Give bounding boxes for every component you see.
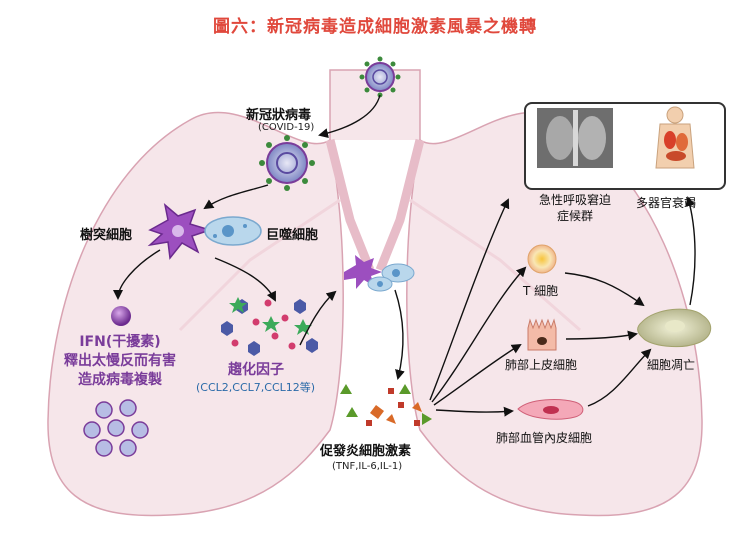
macrophage-icon — [204, 216, 262, 246]
chemokine-list: (CCL2,CCL7,CCL12等) — [196, 381, 316, 394]
chemokine-label: 趨化因子 — [228, 362, 284, 378]
organ-failure-label: 多器官衰竭 — [636, 196, 697, 210]
apoptosis-label: 細胞凋亡 — [647, 358, 696, 372]
ifn-molecule-icon — [111, 306, 131, 326]
epithelial-cell-icon — [527, 318, 557, 351]
diagram-title: 圖六：新冠病毒造成細胞激素風暴之機轉 — [213, 17, 537, 37]
ards-label-1: 急性呼吸窘迫 — [538, 193, 611, 207]
immune-cells-cluster-icon — [344, 255, 415, 292]
dendritic-cell-label: 樹突細胞 — [80, 228, 133, 243]
endothelial-cell-label: 肺部血管內皮細胞 — [496, 431, 593, 445]
ifn-desc-2: 造成病毒複製 — [78, 372, 162, 388]
ards-label-2: 症候群 — [556, 209, 593, 223]
virus-cluster-icon — [83, 399, 149, 457]
macrophage-label: 巨噬細胞 — [266, 228, 319, 243]
virus-large-icon — [259, 135, 315, 191]
virus-label: 新冠狀病毒 — [246, 108, 312, 123]
epithelial-cell-label: 肺部上皮細胞 — [505, 358, 578, 372]
dendritic-cell-icon — [147, 203, 213, 260]
cytokine-molecules-icon — [340, 384, 432, 426]
t-cell-label: T 細胞 — [523, 284, 559, 298]
pathway-arrows — [113, 94, 696, 417]
endothelial-cell-icon — [517, 399, 584, 420]
t-cell-icon — [527, 244, 557, 274]
cytokine-label: 促發炎細胞激素 — [320, 444, 412, 459]
cytokine-list: (TNF,IL-6,IL-1) — [332, 461, 403, 472]
ifn-label: IFN(干擾素) — [79, 334, 161, 350]
virus-small-icon — [359, 56, 401, 98]
lung-background — [47, 69, 703, 517]
virus-code-label: (COVID-19) — [258, 122, 315, 133]
chest-xray-image — [537, 108, 613, 168]
chemokine-molecules-icon — [221, 297, 318, 356]
apoptotic-cell-icon — [637, 308, 712, 348]
human-body-organs-image — [655, 106, 695, 169]
ifn-desc-1: 釋出太慢反而有害 — [64, 353, 176, 369]
